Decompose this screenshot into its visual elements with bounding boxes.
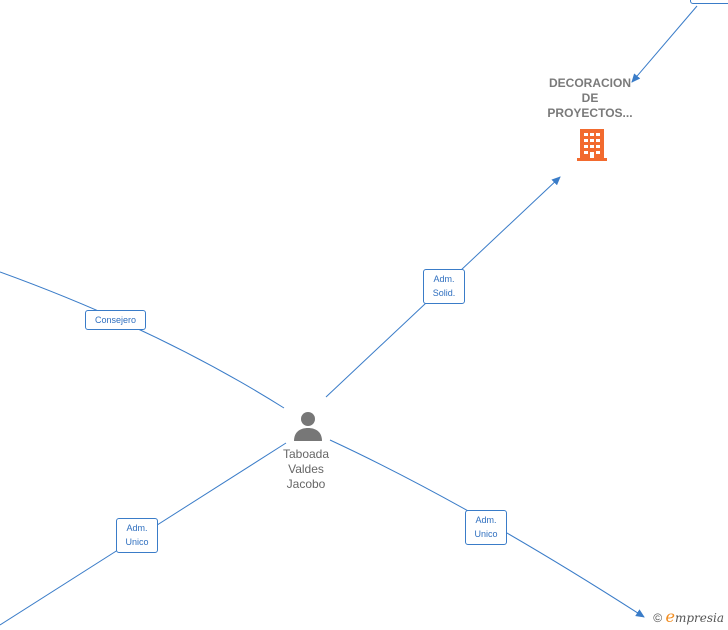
role-label: Adm. [126, 523, 148, 533]
role-adm-unico-right[interactable]: Adm. Unico [465, 510, 507, 545]
partial-node-box[interactable] [690, 0, 728, 4]
copyright-symbol: © [653, 611, 663, 625]
edge-consejero [0, 271, 285, 409]
building-icon[interactable] [576, 127, 608, 163]
person-name-line: Valdes [288, 462, 324, 476]
role-label: Unico [474, 529, 498, 539]
person-name-line: Jacobo [286, 477, 326, 491]
company-name[interactable]: DECORACION DE PROYECTOS... [530, 76, 650, 121]
role-adm-solid[interactable]: Adm. Solid. [423, 269, 465, 304]
role-label: Unico [125, 537, 149, 547]
company-name-line: DE [581, 91, 599, 105]
person-name[interactable]: Taboada Valdes Jacobo [266, 447, 346, 492]
role-consejero[interactable]: Consejero [85, 310, 146, 330]
company-name-line: PROYECTOS... [547, 106, 633, 120]
role-label: Consejero [94, 315, 137, 325]
brand-rest: mpresia [674, 611, 724, 625]
company-name-line: DECORACION [548, 76, 631, 90]
empresia-logo: © empresia [653, 607, 724, 626]
person-icon[interactable] [293, 410, 323, 442]
role-adm-unico-left[interactable]: Adm. Unico [116, 518, 158, 553]
edge-top-to-company [631, 5, 698, 83]
role-label: Solid. [432, 288, 456, 298]
role-label: Adm. [475, 515, 497, 525]
person-name-line: Taboada [282, 447, 330, 461]
role-label: Adm. [433, 274, 455, 284]
brand-e: e [665, 607, 675, 626]
